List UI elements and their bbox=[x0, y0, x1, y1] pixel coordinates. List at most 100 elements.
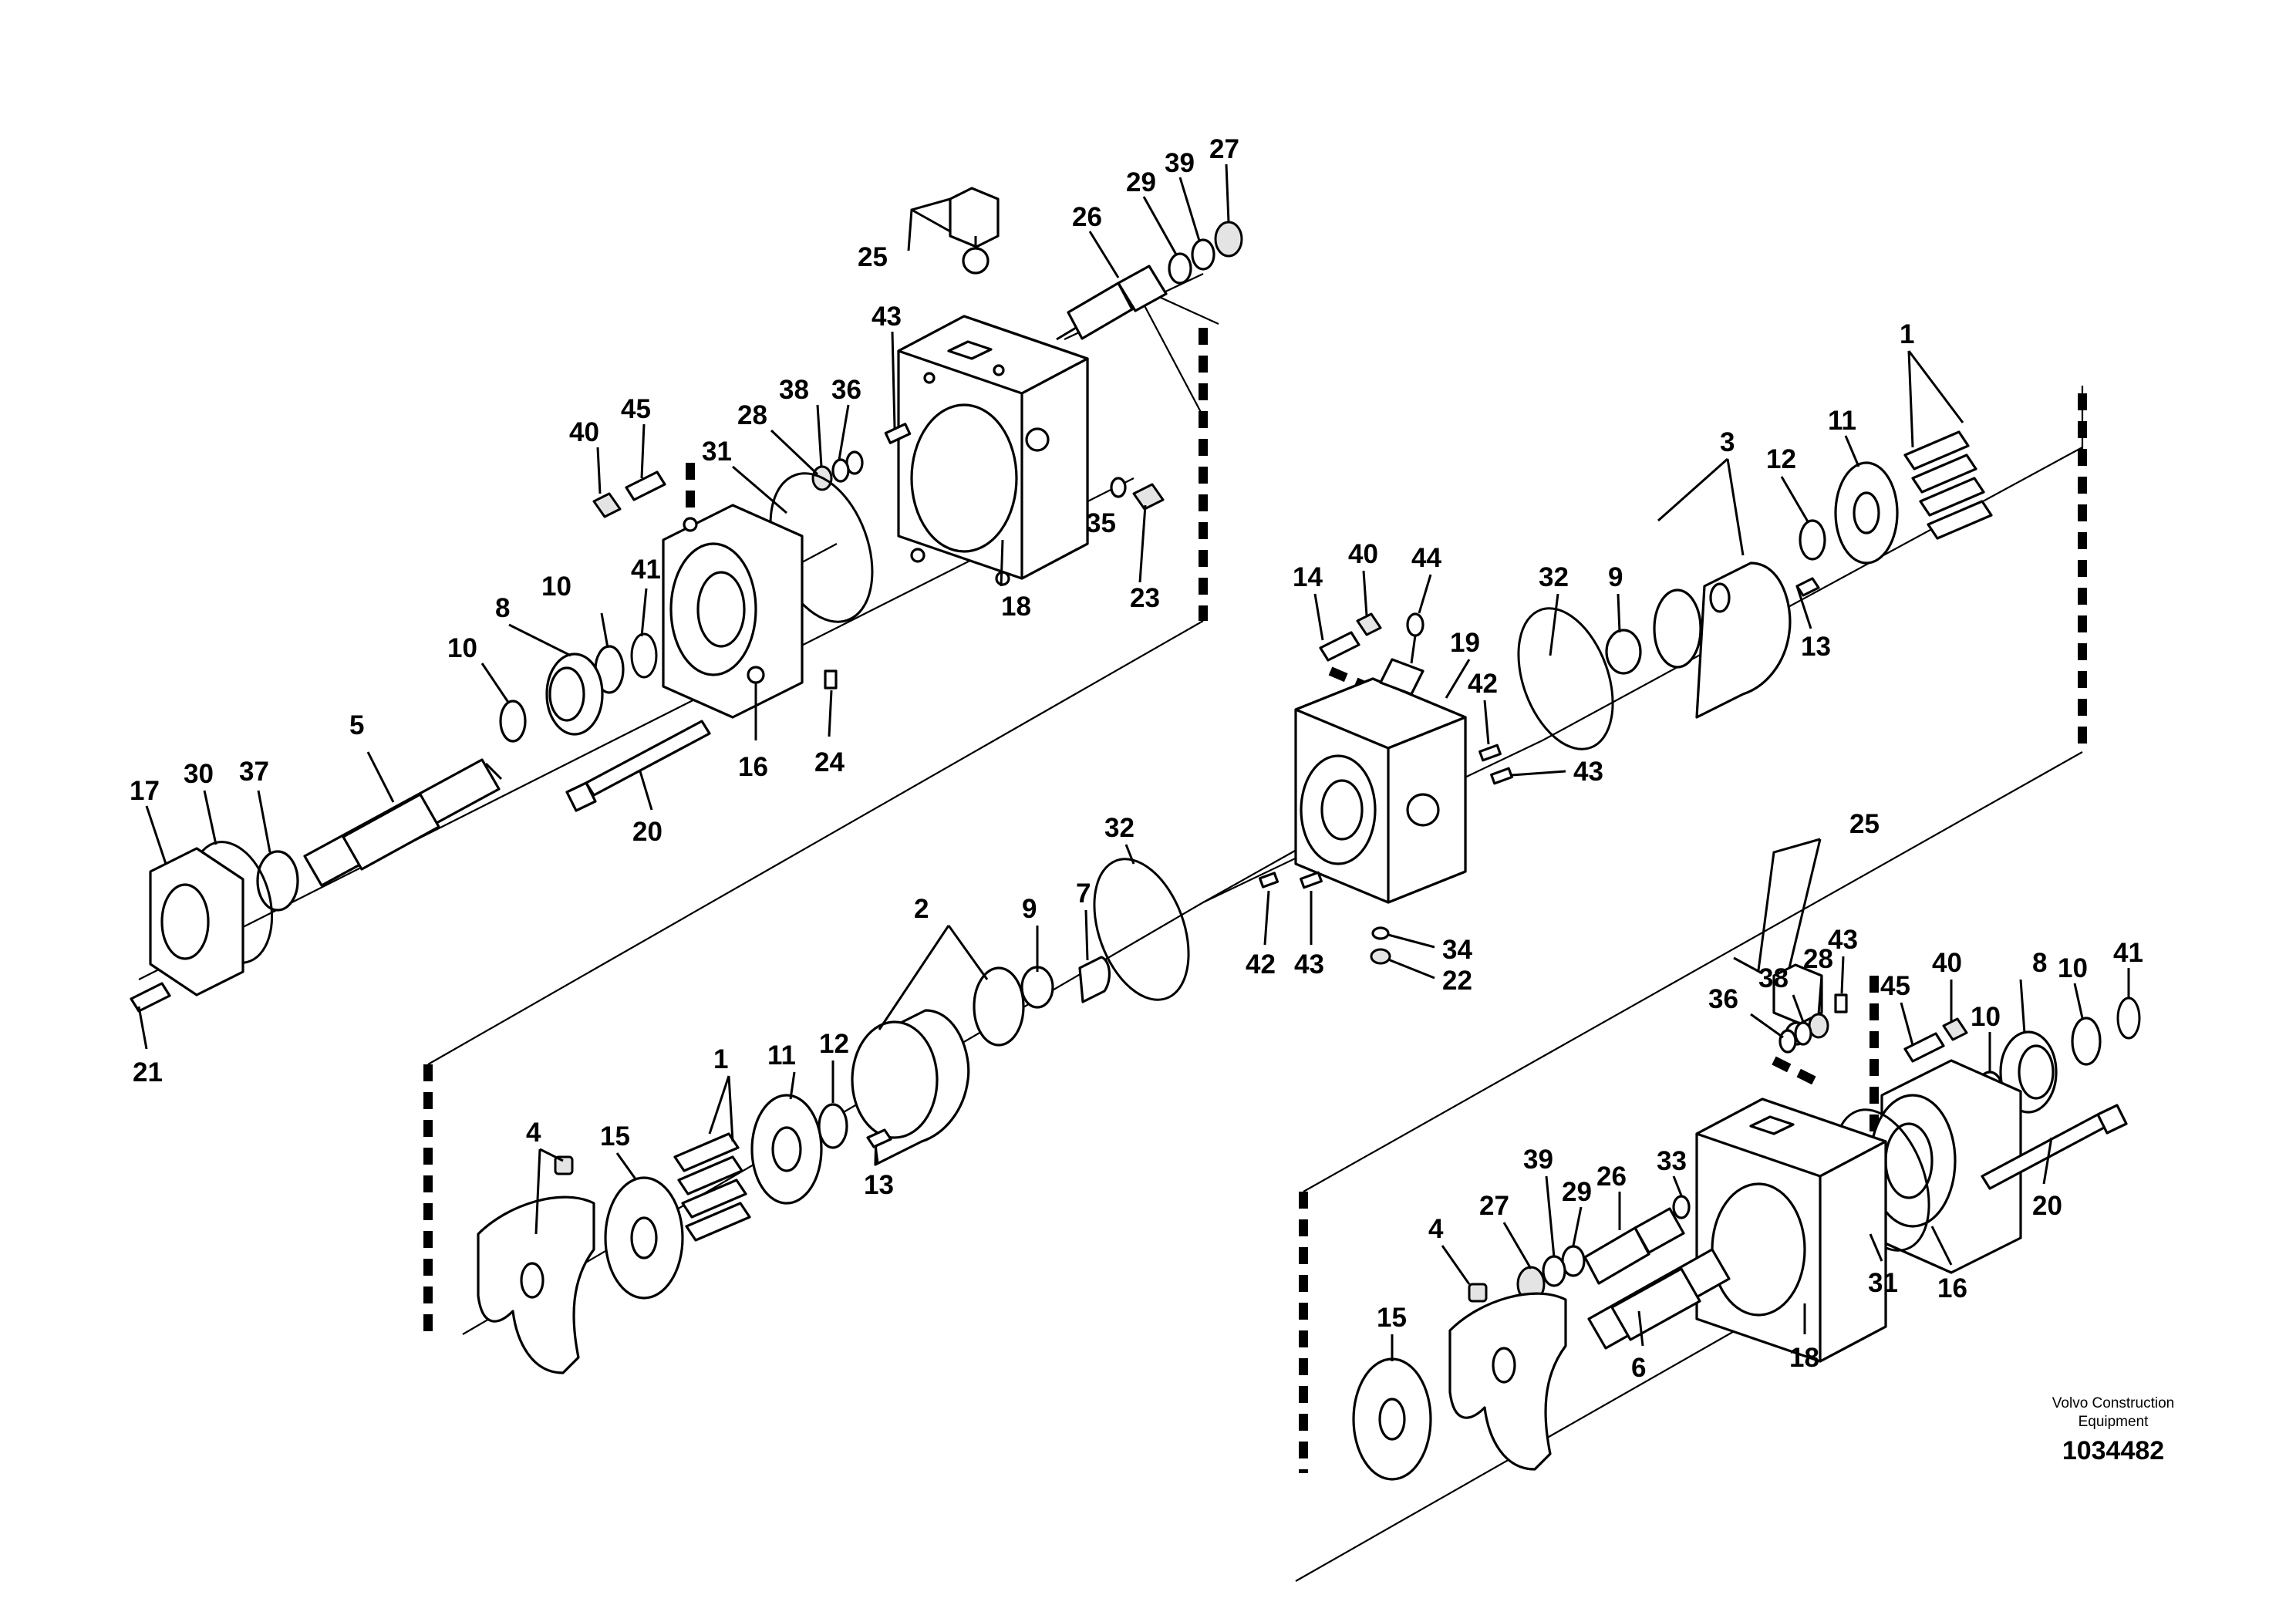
callout-40-mid: 40 bbox=[1348, 539, 1378, 569]
frame-diagonal-upper bbox=[427, 620, 1204, 1065]
nut-40-upper bbox=[592, 492, 622, 518]
callout-35-upper: 35 bbox=[1086, 508, 1116, 538]
callout-30-upper: 30 bbox=[184, 759, 214, 789]
callout-20-upper: 20 bbox=[632, 817, 663, 847]
plug-22-mid bbox=[1370, 948, 1391, 965]
callout-41-upper: 41 bbox=[631, 555, 661, 585]
callout-9b-mid: 9 bbox=[1022, 894, 1037, 924]
callout-39-upper: 39 bbox=[1165, 148, 1195, 178]
callout-29-lower-right: 29 bbox=[1562, 1177, 1592, 1207]
callout-19-mid: 19 bbox=[1450, 628, 1480, 658]
callout-26-upper: 26 bbox=[1072, 202, 1102, 232]
ring-39-lower-right bbox=[1542, 1255, 1566, 1287]
callout-15-lower-right: 15 bbox=[1377, 1303, 1407, 1333]
callout-39-lower-right: 39 bbox=[1523, 1145, 1553, 1175]
plug-27-upper bbox=[1214, 221, 1243, 258]
callout-4a-lower: 4 bbox=[526, 1118, 541, 1148]
ring-10b-lower-right bbox=[2071, 1017, 2102, 1066]
callout-42a-mid: 42 bbox=[1468, 669, 1498, 699]
callout-20-lower-right: 20 bbox=[2032, 1191, 2062, 1221]
swash-plate-4-lower bbox=[477, 1155, 595, 1374]
plate-11-lower bbox=[750, 1094, 823, 1205]
washer-15-lower bbox=[604, 1176, 684, 1300]
dash-block-top-a bbox=[1328, 666, 1387, 699]
callout-32b-mid: 32 bbox=[1104, 813, 1135, 843]
callout-18-lower-right: 18 bbox=[1789, 1343, 1819, 1373]
bolt-20-upper bbox=[565, 720, 711, 812]
callout-23-upper: 23 bbox=[1130, 583, 1160, 613]
pin-43a-mid bbox=[1490, 767, 1513, 785]
pistons-1-upper-right bbox=[1903, 430, 1993, 540]
callout-40-upper: 40 bbox=[569, 417, 599, 447]
callout-31-upper: 31 bbox=[702, 437, 732, 467]
upper-housing-frame bbox=[1133, 285, 1204, 417]
bushing-7 bbox=[1078, 956, 1111, 1003]
plug-23-upper bbox=[1132, 483, 1165, 511]
pin-43-upper bbox=[884, 423, 912, 444]
callout-16-upper: 16 bbox=[738, 752, 768, 782]
pin-42a-mid bbox=[1478, 744, 1502, 762]
callout-2-mid: 2 bbox=[914, 894, 929, 924]
frame-diagonal-lower bbox=[1303, 751, 2083, 1192]
spring-13-lower bbox=[866, 1128, 892, 1148]
callout-43a-mid: 43 bbox=[1573, 757, 1603, 787]
callout-5-upper: 5 bbox=[349, 710, 364, 740]
callout-8-upper: 8 bbox=[495, 593, 510, 623]
callout-38-upper: 38 bbox=[779, 375, 809, 405]
callout-7-mid: 7 bbox=[1076, 878, 1091, 909]
bolt-20-lower-right bbox=[1981, 1104, 2128, 1190]
middle-assembly bbox=[851, 430, 1993, 1166]
callout-12-upper-right: 12 bbox=[1766, 444, 1796, 474]
upper-right-axis bbox=[1542, 447, 2083, 741]
callout-11-lower: 11 bbox=[767, 1040, 796, 1071]
swash-plate-4-lower-right bbox=[1448, 1283, 1567, 1471]
callout-36-lower-right: 36 bbox=[1708, 984, 1738, 1014]
shaft-6-lower-right bbox=[1587, 1248, 1731, 1350]
lower-left-assembly bbox=[477, 1094, 892, 1374]
callout-10b-lower-right: 10 bbox=[1971, 1002, 2001, 1032]
callout-33-lower-right: 33 bbox=[1657, 1146, 1687, 1176]
flange-17-upper bbox=[149, 847, 244, 996]
oring-32b bbox=[1093, 858, 1190, 1001]
valve-26-lower-right bbox=[1583, 1207, 1685, 1285]
ring-33-lower-right bbox=[1672, 1195, 1691, 1219]
callout-8-lower-right: 8 bbox=[2032, 948, 2047, 978]
shaft-5-upper bbox=[303, 758, 503, 887]
callout-43-upper: 43 bbox=[872, 302, 902, 332]
callout-43b-mid: 43 bbox=[1294, 949, 1324, 980]
screw-45-upper bbox=[625, 470, 666, 501]
ring-29-upper bbox=[1168, 252, 1192, 285]
callout-31-lower-right: 31 bbox=[1868, 1268, 1898, 1298]
screw-21-upper bbox=[130, 982, 171, 1013]
callout-13-lower: 13 bbox=[864, 1170, 894, 1200]
ring-36-lower-right bbox=[1778, 1029, 1797, 1054]
callout-27-upper: 27 bbox=[1209, 134, 1239, 164]
callout-28-lower-right: 28 bbox=[1803, 944, 1833, 974]
callout-24-upper: 24 bbox=[814, 747, 845, 777]
pin-24-upper bbox=[824, 669, 838, 690]
callout-42b-mid: 42 bbox=[1246, 949, 1276, 980]
callout-6-lower-right: 6 bbox=[1631, 1353, 1646, 1383]
screw-45-lower-right bbox=[1903, 1032, 1945, 1063]
pump-housing-18-lower-right bbox=[1695, 1098, 1887, 1363]
callout-10a-upper: 10 bbox=[541, 572, 571, 602]
ring-38-upper bbox=[831, 458, 850, 483]
callout-15a-lower: 15 bbox=[600, 1121, 630, 1152]
callout-1-lower: 1 bbox=[713, 1044, 728, 1074]
ring-10b-upper bbox=[499, 700, 527, 743]
callout-9a-mid: 9 bbox=[1608, 562, 1623, 592]
screw-14-mid bbox=[1319, 631, 1360, 662]
pin-42b-mid bbox=[1258, 872, 1279, 889]
ring-12-lower bbox=[818, 1103, 848, 1149]
cover-16-lower-right bbox=[1869, 1059, 2022, 1274]
callout-41-lower-right: 41 bbox=[2113, 938, 2143, 968]
ring-39-upper bbox=[1191, 238, 1215, 271]
sensor-44 bbox=[1406, 612, 1424, 664]
callout-36-upper: 36 bbox=[831, 375, 861, 405]
callout-45-upper: 45 bbox=[621, 394, 651, 424]
nut-40-lower-right bbox=[1942, 1017, 1968, 1041]
pin-43b-mid bbox=[1300, 871, 1323, 889]
spring-13-upper-right bbox=[1795, 577, 1820, 597]
callout-1-upper-right: 1 bbox=[1900, 319, 1914, 349]
